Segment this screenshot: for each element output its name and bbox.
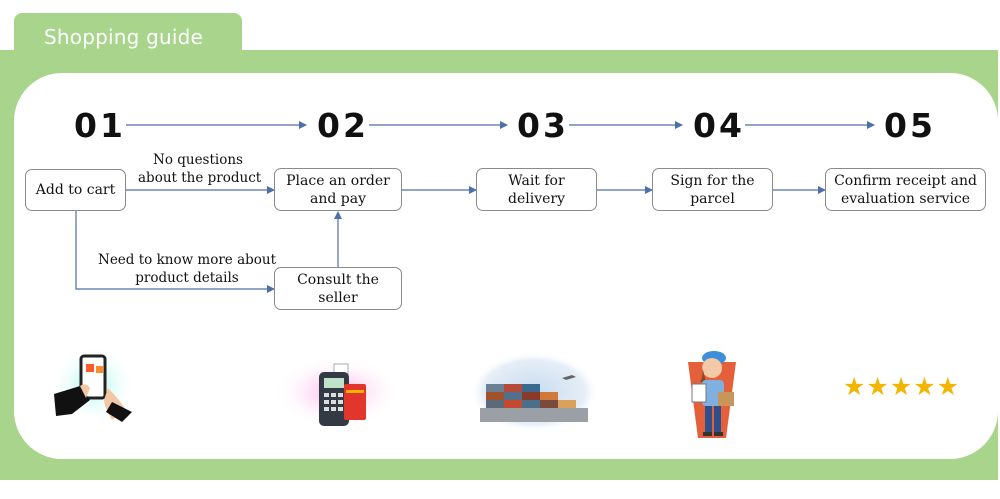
edge-label-line: No questions: [153, 152, 243, 168]
node-wait-delivery: Wait for delivery: [476, 168, 597, 211]
step-number-04: 04: [693, 106, 745, 145]
step-number-02: 02: [317, 106, 369, 145]
step-number-03: 03: [517, 106, 569, 145]
edge-label-line: about the product: [138, 170, 262, 186]
star-rating-icon: ★★★★★: [843, 372, 961, 401]
node-confirm-receipt: Confirm receipt and evaluation service: [825, 168, 986, 211]
edge-label-need-details: Need to know more about product details: [98, 251, 276, 287]
edge-label-line: product details: [135, 270, 239, 286]
phone-shopping-icon: [50, 344, 136, 424]
step-number-01: 01: [74, 106, 126, 145]
node-sign-parcel: Sign for the parcel: [652, 168, 773, 211]
card-terminal-icon: [274, 356, 402, 428]
arrow-cart-to-consult: [75, 211, 275, 293]
step-number-05: 05: [884, 106, 936, 145]
container-port-icon: [470, 352, 598, 432]
delivery-person-icon: [688, 351, 736, 438]
edge-label-no-questions: No questions about the product: [138, 151, 262, 187]
page-title: Shopping guide: [44, 25, 204, 49]
edge-label-line: Need to know more about: [98, 252, 277, 268]
node-consult-seller: Consult the seller: [274, 267, 402, 310]
node-place-order: Place an order and pay: [274, 168, 402, 211]
node-add-to-cart: Add to cart: [25, 169, 126, 211]
header-tab: [14, 13, 242, 63]
